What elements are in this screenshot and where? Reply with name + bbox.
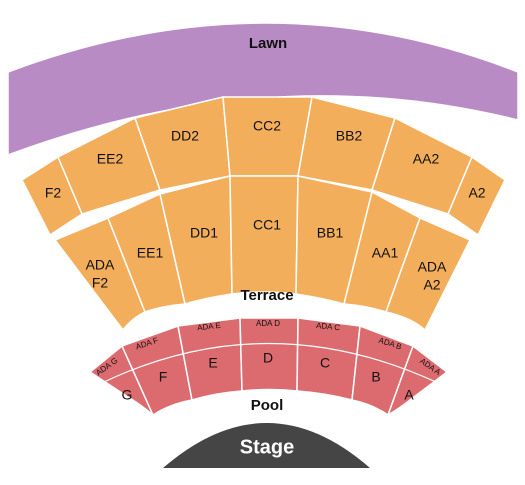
label-e: E [208,355,217,371]
section-cc2[interactable] [222,96,313,177]
label-cc2: CC2 [253,118,281,134]
section-a2[interactable] [447,156,506,236]
section-ada-a2[interactable] [385,217,471,331]
ada-row-divider [103,343,437,383]
label-cc1: CC1 [253,217,281,233]
stage-area: Stage [163,423,370,468]
label-aa1: AA1 [372,245,399,261]
section-cc1[interactable] [229,175,299,295]
label-ee1: EE1 [137,245,164,261]
label-ada-a2-line2: A2 [423,277,440,293]
label-dd2: DD2 [171,128,199,144]
label-ada-f2-line2: F2 [92,275,109,291]
label-b: B [371,369,380,385]
label-f: F [159,369,168,385]
upper-terrace: F2 EE2 DD2 CC2 BB2 AA2 A2 [21,96,506,236]
terrace-label: Terrace [240,287,293,304]
label-ada-f2-line1: ADA [86,257,115,273]
stage-label: Stage [240,436,294,458]
label-bb1: BB1 [317,225,344,241]
lower-terrace: ADA F2 EE1 DD1 CC1 BB1 AA1 ADA A2 Terrac… [54,175,471,331]
label-dd1: DD1 [190,225,218,241]
label-f2: F2 [45,185,62,201]
label-d: D [263,350,273,366]
label-bb2: BB2 [336,128,363,144]
section-a[interactable] [387,345,448,416]
pool-level: ADA G ADA F ADA E ADA D ADA C ADA B ADA … [89,317,448,416]
lawn-label: Lawn [249,35,287,52]
label-g: G [122,387,133,403]
label-ada-e: ADA E [197,321,221,332]
label-ada-d: ADA D [256,319,280,328]
pool-label: Pool [251,397,284,414]
stage-shape [163,423,370,468]
label-c: C [320,355,330,371]
label-ada-c: ADA C [316,321,341,332]
label-aa2: AA2 [413,151,440,167]
label-ada-a2-line1: ADA [418,259,447,275]
label-a2: A2 [468,185,485,201]
label-ee2: EE2 [97,151,124,167]
label-a: A [404,387,414,403]
